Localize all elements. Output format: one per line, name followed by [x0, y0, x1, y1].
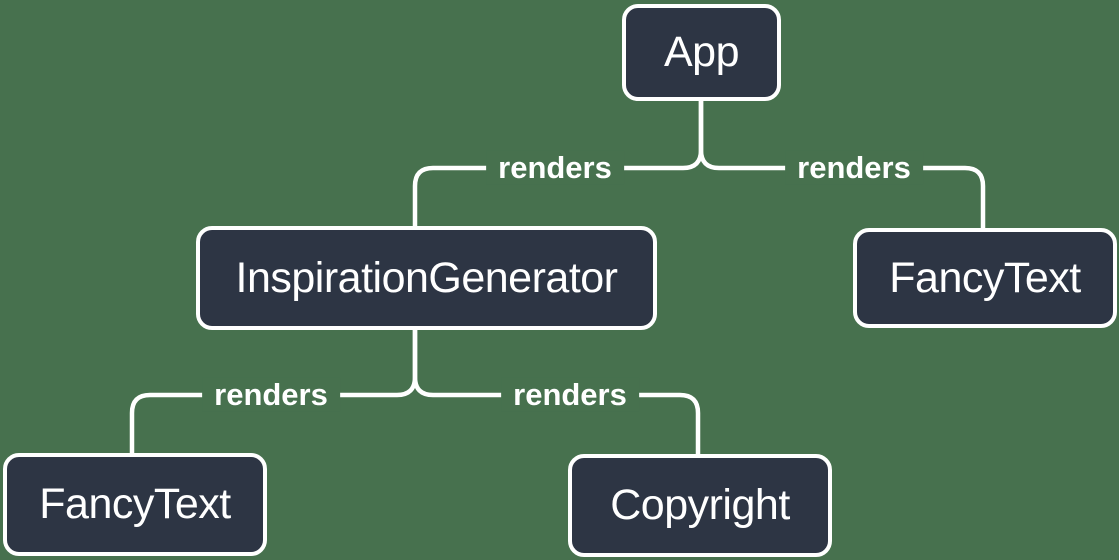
edge-label-renders-1: renders — [486, 150, 624, 186]
node-inspiration-generator: InspirationGenerator — [196, 226, 657, 330]
node-app: App — [622, 4, 781, 101]
node-fancy-text-left-label: FancyText — [39, 480, 231, 528]
node-fancy-text-left: FancyText — [3, 453, 267, 556]
node-inspiration-generator-label: InspirationGenerator — [235, 253, 619, 302]
node-fancy-text-right-label: FancyText — [889, 253, 1081, 302]
node-app-label: App — [663, 28, 740, 76]
edge-label-renders-4: renders — [501, 377, 639, 413]
node-fancy-text-right: FancyText — [853, 228, 1117, 328]
edge-label-renders-3: renders — [202, 377, 340, 413]
node-copyright-label: Copyright — [610, 481, 790, 529]
edge-label-renders-2: renders — [785, 150, 923, 186]
node-copyright: Copyright — [568, 454, 832, 557]
